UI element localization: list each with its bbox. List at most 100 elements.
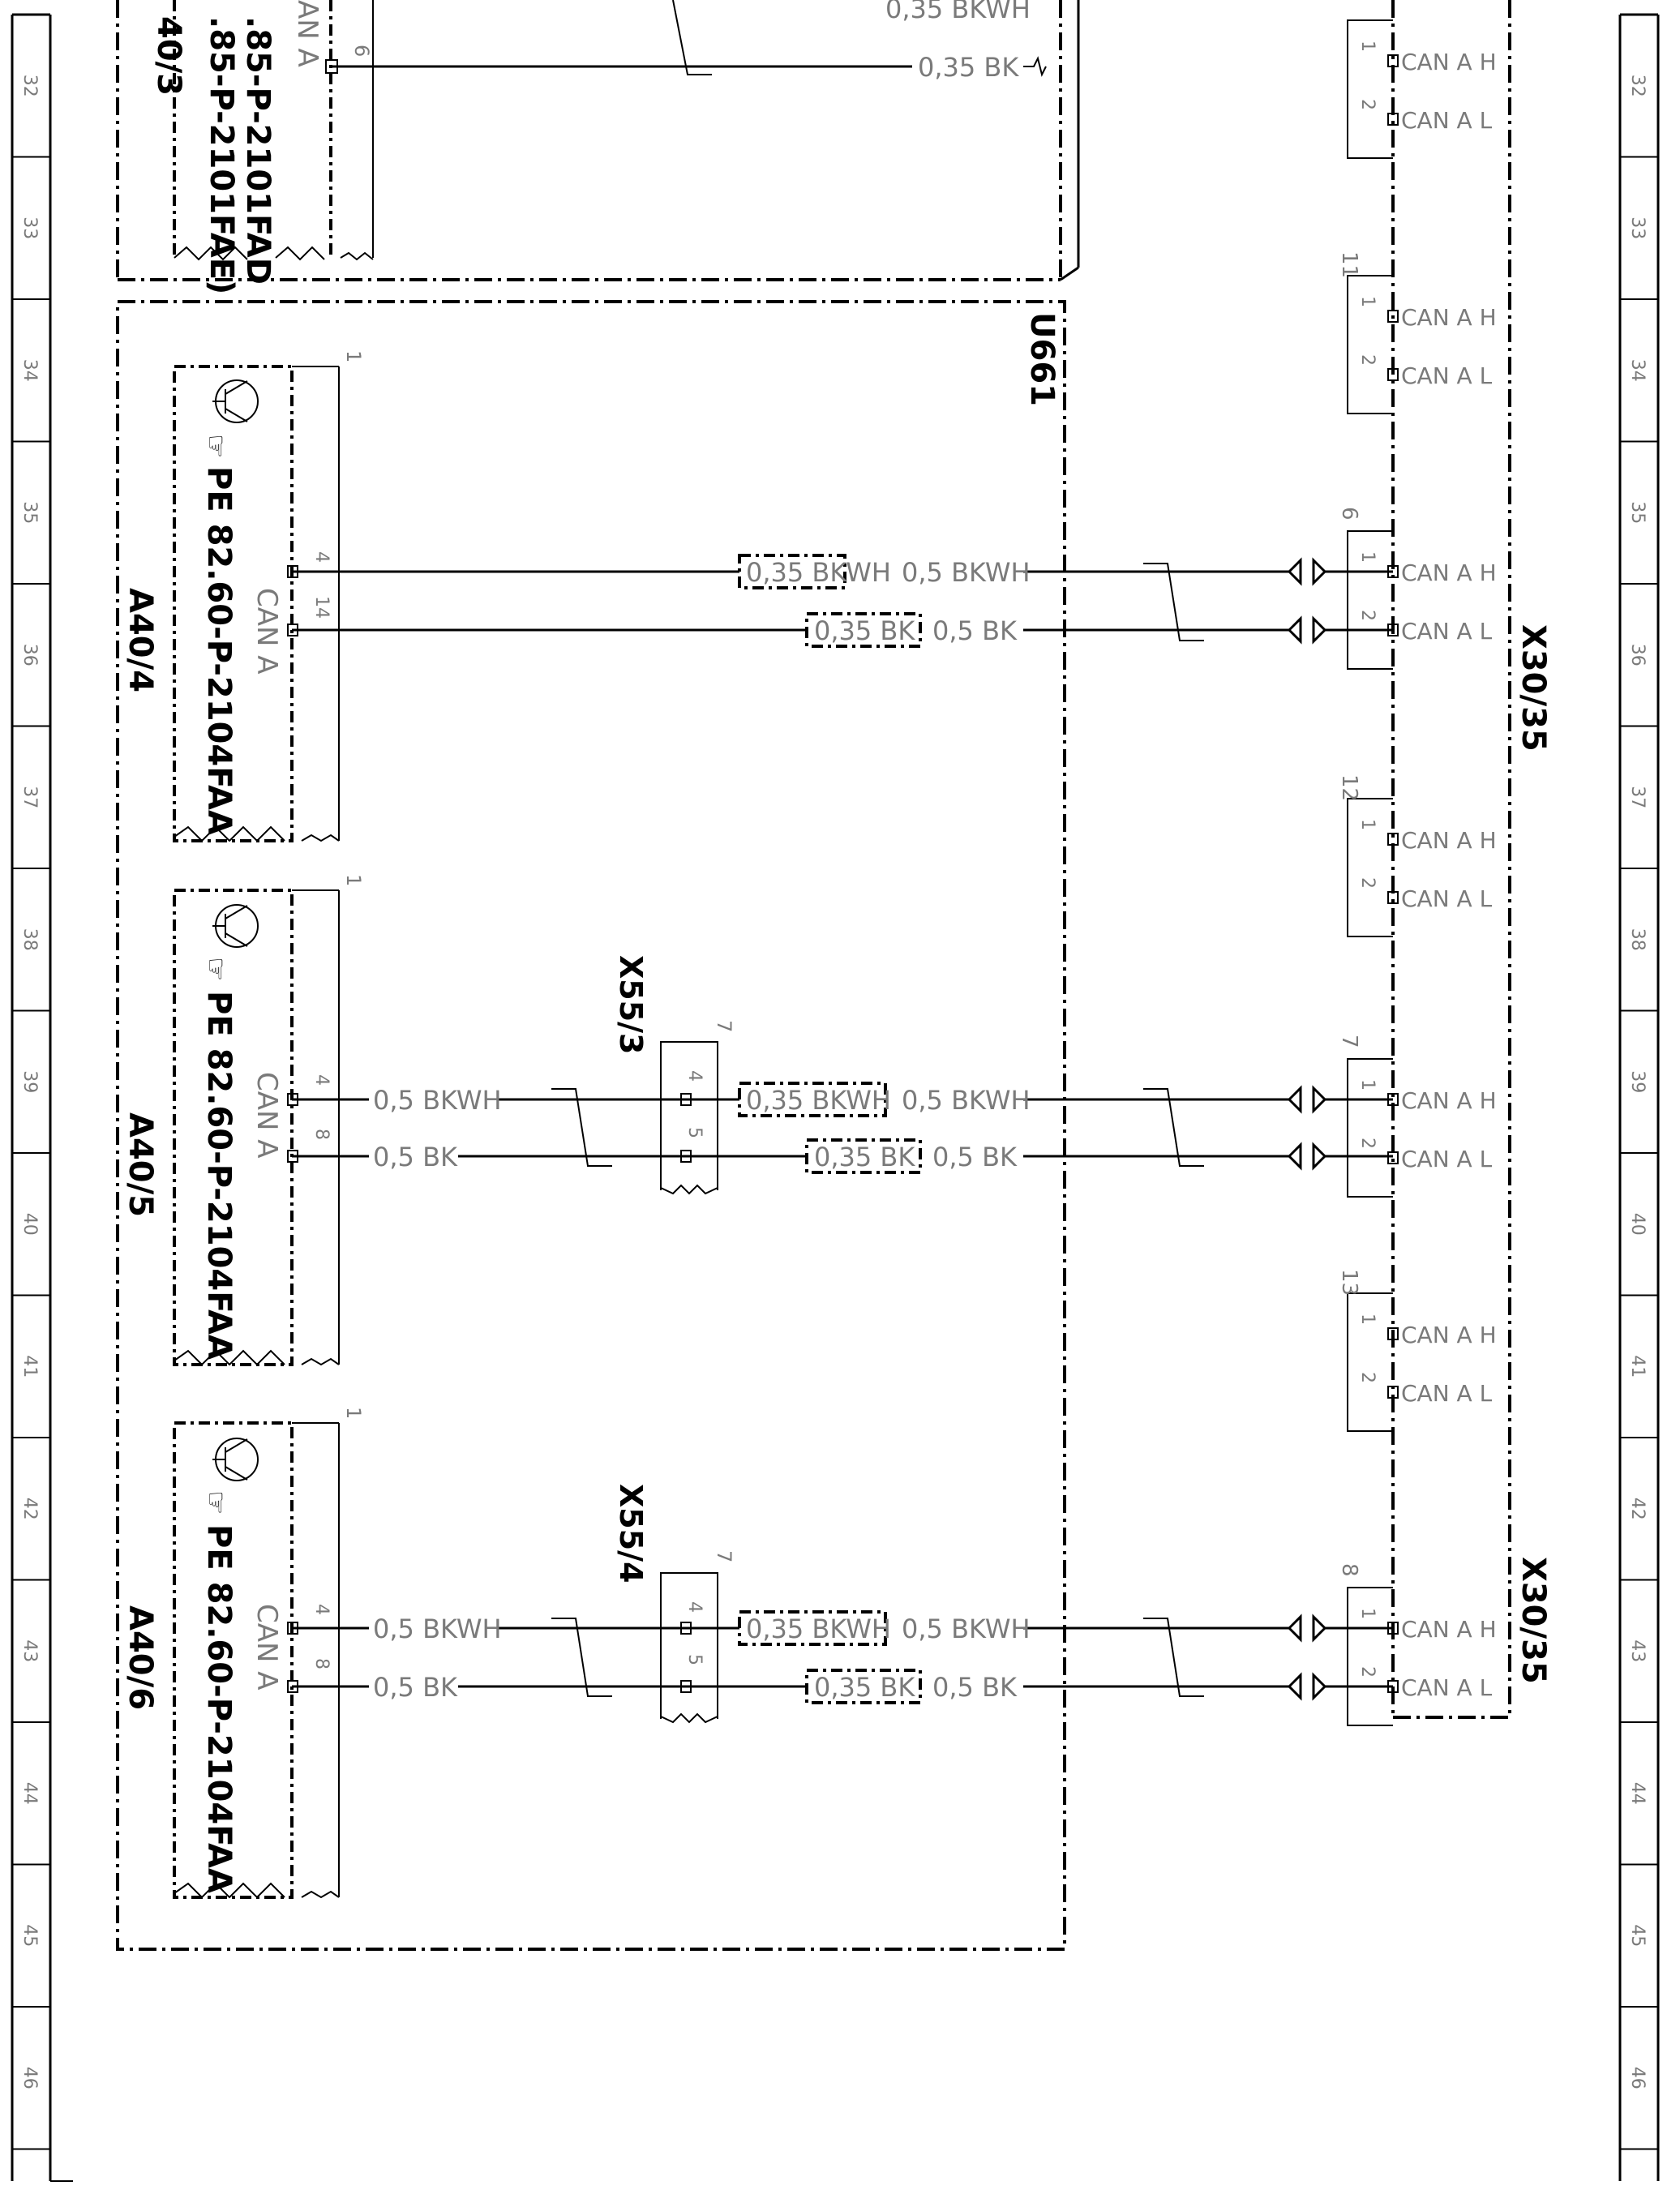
can-high-label: CAN A H (1401, 559, 1497, 586)
can-low-label: CAN A L (1401, 1380, 1493, 1407)
pointing-hand-icon: ☞ (199, 957, 232, 981)
row-number: 38 (1627, 928, 1648, 951)
row-number: 44 (1627, 1782, 1648, 1805)
row-number: 36 (19, 644, 40, 666)
connector-pin: 1 (1357, 1079, 1378, 1091)
x55-4-pin-top: 7 (713, 1550, 735, 1562)
wire-label-l: 0,5 BK (932, 1142, 1018, 1172)
row-number: 44 (19, 1782, 40, 1805)
a40-4-pin-h: 4 (311, 551, 332, 563)
can-high-label: CAN A H (1401, 1322, 1497, 1348)
plug-icon (1287, 615, 1327, 645)
wire-label-alt-h: 0,35 BKWH (746, 1614, 891, 1644)
unit-u661-frame: U661 (116, 300, 1066, 1951)
connector-terminal (1387, 833, 1399, 846)
x55-3-pin-l: 5 (684, 1127, 705, 1138)
row-number: 39 (1627, 1070, 1648, 1093)
row-ruler-ticks (12, 14, 1658, 2150)
connector-pin: 1 (1357, 41, 1378, 52)
row-number: 42 (19, 1498, 40, 1520)
connector-pin: 2 (1357, 99, 1378, 110)
a40-6-can: CAN A (251, 1604, 283, 1691)
can-high-label: CAN A H (1401, 49, 1497, 75)
row-number: 33 (19, 216, 40, 239)
connector-number: 13 (1337, 1269, 1361, 1296)
can-low-label: CAN A L (1401, 107, 1493, 134)
row-number: 41 (1627, 1355, 1648, 1378)
wire-label-alt-l: 0,35 BK (814, 1142, 915, 1172)
connector-x55-4: X55/4 7 4 5 (613, 1484, 735, 1724)
x55-4-pin-l: 5 (684, 1654, 705, 1665)
x55-3-pin-h: 4 (684, 1070, 705, 1082)
component-top-partial: .85-P-2101FAD .85-P-2101FAE) 40/3 AN A 6… (116, 0, 1080, 294)
pointing-hand-icon: ☞ (199, 1490, 232, 1515)
row-ruler-right (1618, 13, 1660, 2181)
wire-label-l: 0,5 BK (932, 615, 1018, 646)
x30-35-frame: X30/35 X30/35 (1391, 0, 1552, 1719)
a40-5-id: A40/5 (122, 1112, 159, 1217)
wire-lines (287, 563, 1289, 1697)
connector-number: 11 (1337, 251, 1361, 278)
can-low-label: CAN A L (1401, 885, 1493, 912)
can-low-label: CAN A L (1401, 1146, 1493, 1172)
x30-35-label-1: X30/35 (1515, 624, 1552, 752)
connector-terminal (1387, 1151, 1399, 1164)
row-number: 35 (1627, 501, 1648, 524)
transistor-icon (212, 904, 259, 948)
connector-pin: 1 (1357, 819, 1378, 830)
component-a40-5: 1 ☞ PE 82.60-P-2104FAA A40/5 CAN A 4 8 (122, 874, 365, 1366)
a40-6-doc: PE 82.60-P-2104FAA (200, 1524, 238, 1893)
x55-3-pin-top: 7 (713, 1020, 735, 1032)
connector-terminal (1387, 1327, 1399, 1340)
a40-5-pin-top: 1 (342, 874, 365, 886)
connector-pin: 1 (1357, 296, 1378, 307)
connector-x55-3: X55/3 7 4 5 (613, 955, 735, 1195)
wire-label-alt-h: 0,35 BKWH (746, 557, 891, 588)
row-number: 34 (1627, 359, 1648, 382)
wire-labels: 0,35 BKWH 0,5 BKWH 0,35 BK 0,5 BK 0,5 BK… (373, 557, 1031, 1703)
connector-bracket (1347, 1587, 1393, 1726)
a40-6-pin-h: 4 (311, 1604, 332, 1615)
connector-bracket (1347, 1058, 1393, 1198)
row-number: 43 (1627, 1639, 1648, 1662)
a40-4-pin-l: 14 (311, 596, 332, 619)
plug-icon (1287, 557, 1327, 586)
can-high-label: CAN A H (1401, 1616, 1497, 1643)
row-ruler-left (11, 13, 73, 2182)
row-number: 33 (1627, 216, 1648, 239)
connector-bracket (1347, 19, 1393, 159)
a40-5-pin-h: 4 (311, 1074, 332, 1086)
connector-number: 8 (1337, 1563, 1361, 1577)
connector-pin: 2 (1357, 877, 1378, 889)
wire-label-alt-l: 0,35 BK (814, 615, 915, 646)
connector-terminal (1387, 310, 1399, 323)
row-number: 40 (1627, 1213, 1648, 1236)
a40-4-id: A40/4 (122, 588, 159, 692)
top-wire-label-upper: 0,35 BKWH (885, 0, 1031, 24)
a40-6-pin-top: 1 (342, 1407, 365, 1419)
row-number: 41 (19, 1355, 40, 1378)
connector-pin: 2 (1357, 1666, 1378, 1678)
wire-label-alt-h: 0,35 BKWH (746, 1085, 891, 1116)
x55-3-id: X55/3 (613, 955, 649, 1055)
connector-number: 7 (1337, 1035, 1361, 1048)
a40-4-doc: PE 82.60-P-2104FAA (200, 466, 238, 835)
x30-35-label-2: X30/35 (1515, 1557, 1552, 1684)
connector-terminal (1387, 1386, 1399, 1399)
row-number: 42 (1627, 1498, 1648, 1520)
row-number: 43 (19, 1639, 40, 1662)
wire-label-h: 0,5 BKWH (902, 557, 1031, 588)
plug-symbols (1287, 557, 1393, 1701)
connector-bracket (1347, 530, 1393, 670)
connector-bracket (1347, 1292, 1393, 1432)
unit-u661-label: U661 (1023, 312, 1061, 406)
connector-terminal (1387, 113, 1399, 126)
connector-terminal (1387, 891, 1399, 904)
row-number: 40 (19, 1213, 40, 1236)
can-high-label: CAN A H (1401, 1087, 1497, 1114)
connector-pin: 2 (1357, 1372, 1378, 1383)
connector-number: 6 (1337, 507, 1361, 521)
